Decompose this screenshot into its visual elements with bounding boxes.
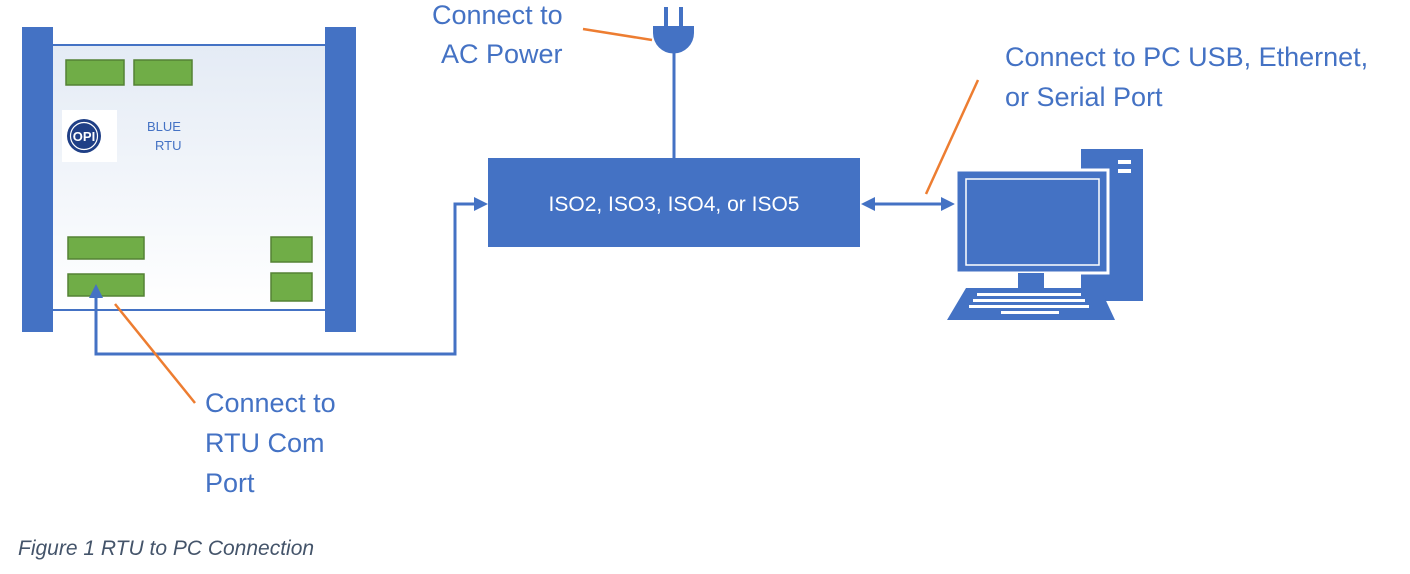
- opi-logo-text: OPI: [73, 129, 95, 144]
- rtu-terminal-bottom-right-2: [270, 272, 313, 302]
- rtu-callout-line2: RTU Com: [205, 428, 325, 458]
- ac-power-callout-line2: AC Power: [441, 39, 563, 69]
- rtu-label-line2: RTU: [155, 138, 181, 153]
- keyboard-keys: [969, 293, 1089, 314]
- rtu-callout-line3: Port: [205, 468, 255, 498]
- pc-keyboard: [947, 288, 1115, 320]
- rtu-terminal-bottom-left-1: [67, 236, 145, 260]
- rtu-body: [51, 44, 329, 311]
- computer-icon: [947, 149, 1143, 320]
- rtu-terminal-top-right: [133, 59, 193, 86]
- arrowhead-rtu-port: [89, 284, 103, 298]
- pc-callout-line1: Connect to PC USB, Ethernet,: [1005, 42, 1368, 72]
- pc-leader: [924, 79, 980, 195]
- ac-power-callout-line1: Connect to: [432, 0, 563, 30]
- ac-power-leader: [582, 27, 653, 42]
- rtu-port-leader: [114, 303, 196, 404]
- iso-box-label: ISO2, ISO3, ISO4, or ISO5: [549, 193, 800, 216]
- rtu-left-rail: [22, 27, 53, 332]
- pc-monitor: [954, 168, 1110, 275]
- iso-box: ISO2, ISO3, ISO4, or ISO5: [488, 158, 860, 247]
- rtu-com-port: [67, 273, 145, 297]
- pc-callout-line2: or Serial Port: [1005, 82, 1163, 112]
- opi-logo: OPI: [62, 110, 117, 162]
- rtu-label-line1: BLUE: [147, 119, 181, 134]
- rtu-right-rail: [325, 27, 356, 332]
- rtu-terminal-bottom-right-1: [270, 236, 313, 263]
- figure-caption: Figure 1 RTU to PC Connection: [18, 537, 315, 560]
- power-plug-icon: [653, 7, 694, 158]
- iso-to-pc-connector: [861, 197, 955, 211]
- rtu-callout-line1: Connect to: [205, 388, 336, 418]
- rtu-device: OPI BLUE RTU: [22, 27, 356, 332]
- rtu-terminal-top-left: [65, 59, 125, 86]
- arrowhead-iso-left: [474, 197, 488, 211]
- rtu-to-iso-connector: [94, 202, 477, 356]
